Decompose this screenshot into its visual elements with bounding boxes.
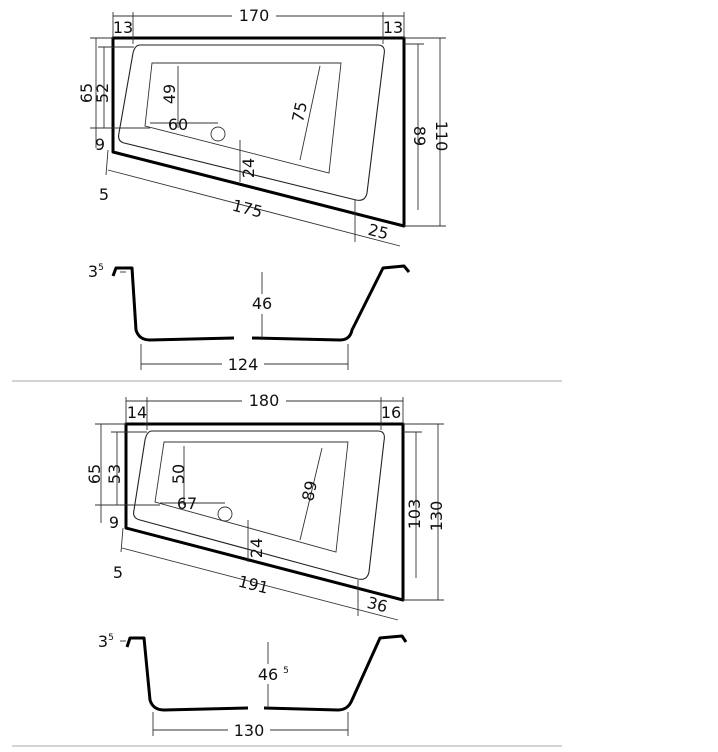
tub2-rim-right-label: 16 <box>381 403 401 422</box>
tub2-corner-right-label: 36 <box>365 593 389 616</box>
tub2-inner-basin-label: 50 <box>169 464 188 484</box>
tub2-depth-fraction: 5 <box>283 666 289 676</box>
tub1-front-length-label: 175 <box>230 196 264 222</box>
tub2-front-length-label: 191 <box>236 572 270 598</box>
tub2-depth-label: 46 <box>258 665 278 684</box>
tub1-waste-outlet <box>210 126 226 142</box>
tub1-width-label: 170 <box>239 6 270 25</box>
tub2-outer-outline <box>124 422 405 602</box>
tub1-corner-left-label: 5 <box>99 185 109 204</box>
tub2-plan-view: 180 14 16 65 53 9 50 67 89 24 103 130 19… <box>85 391 446 621</box>
tub2-inner-depth-label: 103 <box>405 499 424 530</box>
tub1-offset-left-label: 9 <box>95 135 105 154</box>
tub1-rim-fraction: 5 <box>98 263 104 273</box>
tub1-height-inner-label: 52 <box>93 83 112 103</box>
tub1-depth-label: 46 <box>252 294 272 313</box>
tub2-corner-left-label: 5 <box>113 563 123 582</box>
tub1-corner-right-label: 25 <box>366 220 390 243</box>
tub2-waste-outlet <box>217 506 233 522</box>
tub1-rim-label: 3 <box>88 262 98 281</box>
tub2-rim-left-label: 14 <box>127 403 147 422</box>
tub2-rim-fraction: 5 <box>108 633 114 643</box>
tub1-rim-left-label: 13 <box>113 18 133 37</box>
tub1-inner-depth-label: 89 <box>410 126 429 146</box>
tub1-overall-depth-label: 110 <box>432 121 451 152</box>
tub2-inner-floor <box>154 441 349 553</box>
tub1-bottom-length-label: 124 <box>228 355 259 374</box>
tub1-inner-basin-label: 49 <box>160 84 179 104</box>
tub2-bottom-length-label: 130 <box>234 721 265 740</box>
tub1-profile-view: 3 5 46 124 <box>88 262 411 375</box>
tub1-profile-outline <box>111 264 411 342</box>
tub1-plan-view: 170 13 13 65 52 9 49 60 75 24 89 110 175 <box>77 6 451 247</box>
tub2-inner-length-label: 89 <box>298 479 321 503</box>
tub1-outer-outline <box>111 36 406 228</box>
tub2-height-outer-label: 65 <box>85 464 104 484</box>
tub2-height-inner-label: 53 <box>105 464 124 484</box>
tub2-overall-depth-label: 130 <box>427 501 446 532</box>
tub1-inner-floor <box>144 62 342 174</box>
tub2-inner-rim <box>133 430 385 580</box>
tub1-waste-edge-label: 24 <box>239 158 258 178</box>
tub2-rim-label: 3 <box>98 632 108 651</box>
tub1-rim-right-label: 13 <box>383 18 403 37</box>
tub1-waste-offset-label: 60 <box>168 115 188 134</box>
tub2-profile-outline <box>125 634 408 712</box>
tub1-inner-rim <box>118 44 385 201</box>
tub2-offset-left-label: 9 <box>109 513 119 532</box>
tub2-profile-view: 3 5 46 5 130 <box>98 632 408 741</box>
tub1-height-outer-label: 65 <box>77 83 96 103</box>
tub2-waste-offset-label: 67 <box>177 494 197 513</box>
tub2-width-label: 180 <box>249 391 280 410</box>
tub2-waste-edge-label: 24 <box>247 538 266 558</box>
tub1-inner-length-label: 75 <box>288 100 311 124</box>
